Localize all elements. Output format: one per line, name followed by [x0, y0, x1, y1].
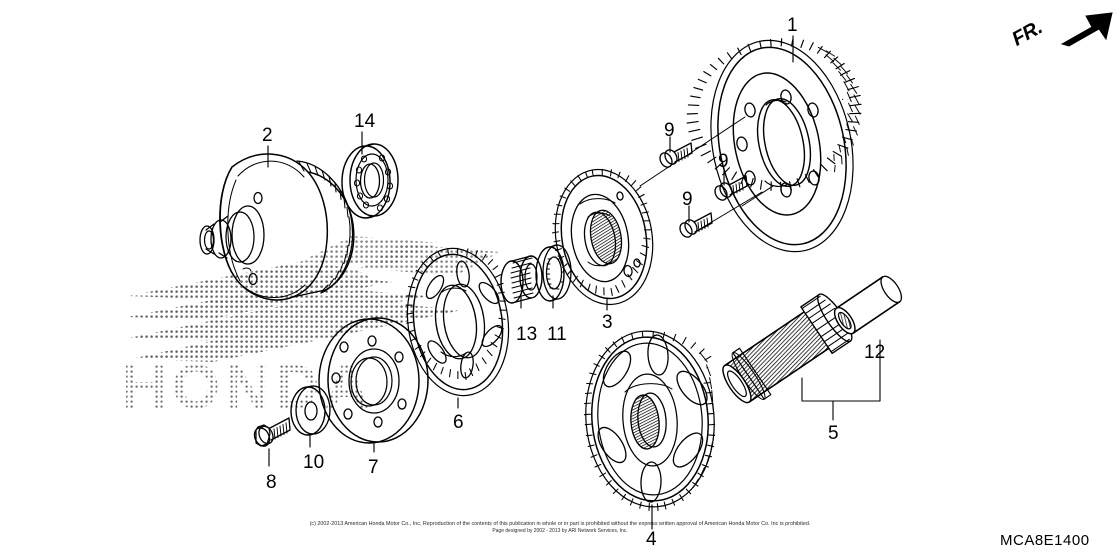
- part-10-washer: [290, 385, 331, 436]
- fr-arrow-icon: [1060, 12, 1113, 47]
- callout-8: 8: [266, 472, 277, 493]
- part-9-flange-bolt-b: [714, 175, 748, 201]
- callout-4: 4: [646, 529, 657, 550]
- part-9-leaders: [639, 116, 774, 230]
- part-9-flange-bolt-a: [659, 142, 693, 168]
- callout-6: 6: [453, 412, 464, 433]
- callout-9-b: 9: [718, 151, 729, 172]
- part-13-needle-bearing: [500, 255, 543, 304]
- part-1-final-driven-gear: [686, 38, 862, 253]
- part-7-drive-plate: [318, 317, 429, 444]
- callout-1: 1: [787, 15, 798, 36]
- callout-leaders: [267, 35, 794, 530]
- part-9-flange-bolt-c: [679, 212, 713, 238]
- callout-11: 11: [547, 324, 567, 345]
- part-6-primary-driven-gear: [405, 247, 510, 397]
- copyright-line-2: Page designed by 2002 - 2013 by ARI Netw…: [492, 528, 628, 534]
- callout-9-a: 9: [664, 120, 675, 141]
- callout-3: 3: [602, 312, 613, 333]
- callout-14: 14: [354, 111, 376, 132]
- callout-5: 5: [828, 423, 839, 444]
- part-8-flange-bolt: [253, 417, 291, 447]
- callout-9-c: 9: [682, 189, 693, 210]
- part-5-splined-shaft: [722, 293, 853, 404]
- diagram-code: MCA8E1400: [1000, 532, 1090, 549]
- callout-10: 10: [303, 452, 325, 473]
- callout-2: 2: [262, 125, 273, 146]
- callout-13: 13: [516, 324, 538, 345]
- part-4-final-gear: [583, 330, 716, 512]
- callout-7: 7: [368, 457, 379, 478]
- callout-12: 12: [864, 342, 886, 363]
- group-bracket-5-12: [801, 339, 881, 421]
- copyright-line-1: (c) 2002-2013 American Honda Motor Co., …: [309, 521, 811, 527]
- part-12-collar: [833, 275, 903, 335]
- part-14-ball-bearing: [341, 143, 399, 219]
- part-3-countershaft-gear: [551, 168, 654, 306]
- part-2-clutch-drum: [199, 153, 355, 301]
